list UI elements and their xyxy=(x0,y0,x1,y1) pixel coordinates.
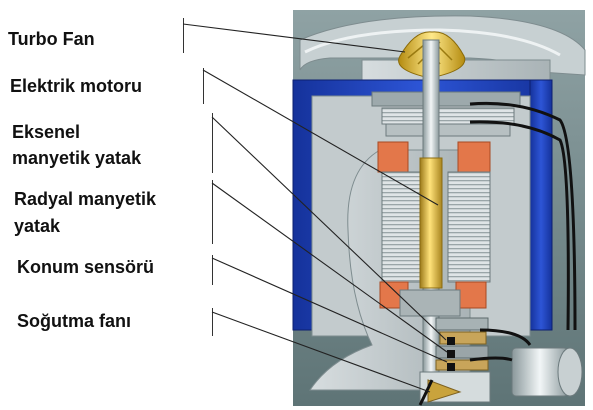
bracket-cooling-fan xyxy=(212,308,213,336)
label-radial-bearing-line1: Radyal manyetik xyxy=(14,189,157,209)
label-position-sensor: Konum sensörü xyxy=(17,257,155,277)
bracket-axial-bearing xyxy=(212,113,213,173)
label-cooling-fan: Soğutma fanı xyxy=(17,311,132,331)
bracket-radial-bearing xyxy=(212,180,213,244)
label-turbo-fan: Turbo Fan xyxy=(8,29,95,49)
bracket-electric-motor xyxy=(203,68,204,104)
label-electric-motor: Elektrik motoru xyxy=(10,76,143,96)
label-radial-bearing-line2: yatak xyxy=(14,216,61,236)
label-axial-bearing-line1: Eksenel xyxy=(12,122,81,142)
label-axial-bearing-line2: manyetik yatak xyxy=(12,148,142,168)
bracket-position-sensor xyxy=(212,255,213,285)
bracket-turbo-fan xyxy=(183,18,184,53)
